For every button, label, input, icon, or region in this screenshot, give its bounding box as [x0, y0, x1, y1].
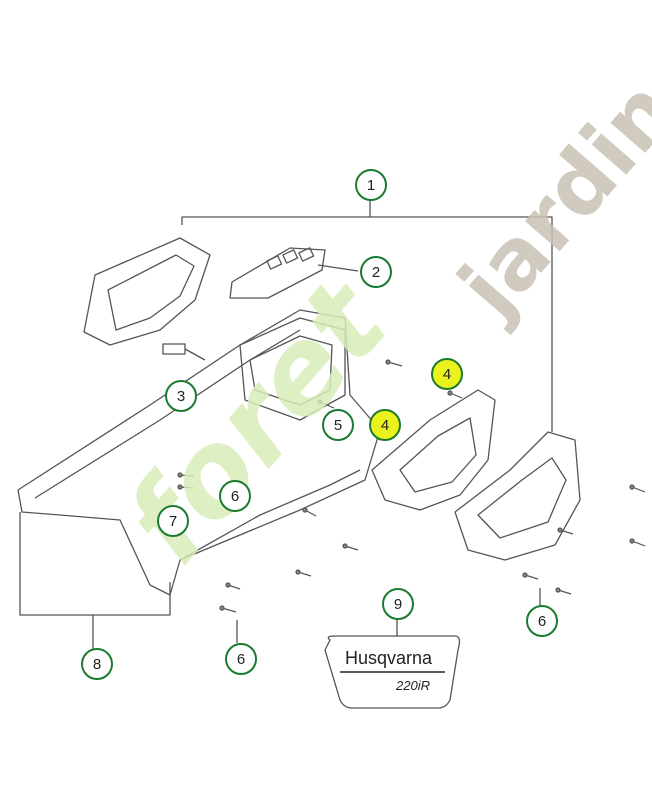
handle-frame-ridge-2 [179, 469, 361, 561]
decal-model: 220iR [395, 678, 430, 693]
screw-5 [317, 399, 335, 409]
callout-6b: 6 [225, 643, 257, 675]
callout-6a: 6 [219, 480, 251, 512]
callout-3: 3 [165, 380, 197, 412]
control-button-1 [266, 255, 283, 270]
right-cover-part-b-inner [477, 457, 567, 539]
screw-loose-a [629, 484, 646, 493]
screw-6h [557, 527, 574, 535]
leader-line-2 [317, 264, 359, 272]
switch-component [162, 343, 186, 355]
callout-5: 5 [322, 409, 354, 441]
right-cover-part-a-inner [399, 417, 477, 493]
handle-frame-part [17, 309, 381, 596]
callout-6c: 6 [526, 605, 558, 637]
right-cover-part-b [454, 431, 581, 561]
screw-7b [177, 484, 195, 490]
screw-6c [295, 569, 312, 577]
leader-line-1 [181, 216, 553, 432]
left-cover-part [83, 237, 211, 346]
control-panel-part [229, 247, 326, 299]
callout-4a: 4 [431, 358, 463, 390]
screw-6b [342, 543, 359, 551]
screw-6a [302, 507, 317, 517]
callout-1: 1 [355, 169, 387, 201]
callout-2: 2 [360, 256, 392, 288]
right-cover-part-a [371, 389, 496, 511]
handle-inner-box [239, 317, 346, 421]
callout-9: 9 [382, 588, 414, 620]
callout-4b: 4 [369, 409, 401, 441]
screw-loose-b [629, 538, 646, 547]
screw-4b [447, 390, 463, 399]
callout-8: 8 [81, 648, 113, 680]
handle-inner-detail [249, 335, 333, 406]
screw-6f [522, 572, 539, 580]
switch-spring [184, 348, 206, 361]
left-cover-inner [107, 254, 195, 331]
screw-6e [219, 605, 237, 613]
screw-6g [555, 587, 572, 595]
handle-frame-ridge [34, 329, 301, 499]
screw-7a [177, 472, 195, 478]
control-button-3 [298, 247, 315, 262]
leader-line-8b [19, 512, 171, 616]
control-button-2 [282, 249, 299, 264]
callout-7: 7 [157, 505, 189, 537]
screw-6d [225, 582, 241, 590]
decal-brand: Husqvarna [345, 648, 433, 668]
screw-4a [385, 359, 403, 367]
